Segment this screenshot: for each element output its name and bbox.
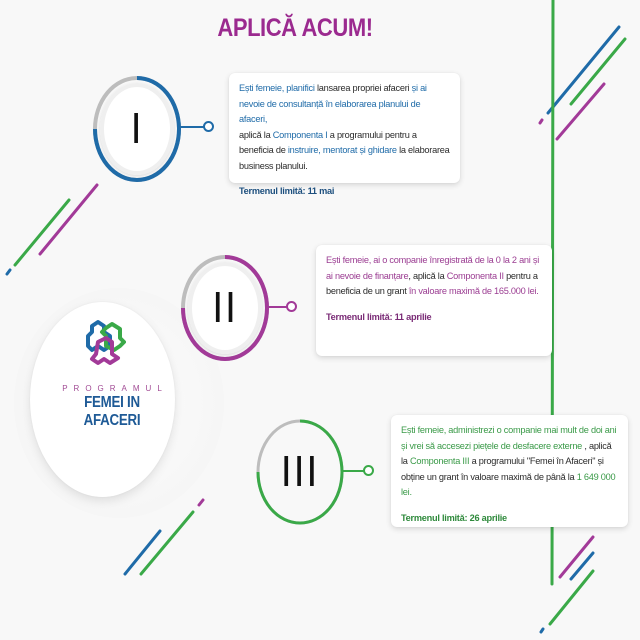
step-2-connector-dot: [286, 301, 297, 312]
interlocked-hexagon-logo-icon: [86, 320, 126, 365]
step-2-deadline: Termenul limită: 11 aprilie: [326, 311, 432, 322]
step-3-badge: III: [255, 418, 345, 526]
text-segment: Componenta I: [272, 129, 328, 140]
text-segment: 1 649 000 lei.: [401, 471, 616, 498]
step-1-deadline: Termenul limită: 11 mai: [239, 186, 335, 196]
step-1-card: Ești femeie, planifici lansarea propriei…: [229, 73, 460, 196]
text-segment: , aplică la: [401, 440, 612, 467]
text-segment: a programului "Femei în Afaceri" și obți…: [401, 456, 604, 482]
text-segment: Ești femeie, administrezi o companie mai…: [401, 425, 617, 451]
step-1-description: Ești femeie, planifici lansarea propriei…: [239, 81, 450, 174]
text-segment: Ești femeie, planifici: [239, 83, 315, 93]
logo-name: FEMEI IN AFACERI: [83, 394, 141, 429]
text-segment: a programului pentru a beneficia de: [239, 129, 417, 156]
step-numeral: II: [212, 283, 238, 332]
step-2-card: Ești femeie, ai o companie înregistrată …: [316, 245, 552, 356]
text-segment: instruire, mentorat și ghidare: [287, 145, 397, 155]
step-1-connector: [179, 126, 205, 128]
text-segment: Componenta II: [446, 270, 504, 281]
step-3-connector-dot: [363, 465, 374, 476]
text-segment: în valoare maximă de 165.000 lei.: [408, 286, 539, 296]
text-segment: pentru a beneficia de un grant: [326, 270, 538, 297]
badge-inner: [188, 262, 262, 354]
text-segment: Ești femeie, ai o companie înregistrată …: [326, 255, 540, 281]
page-title: APLICĂ ACUM!: [217, 14, 373, 42]
step-1-connector-dot: [203, 121, 214, 132]
logo-subtitle: PROGRAMUL: [62, 384, 168, 393]
step-2-description: Ești femeie, ai o companie înregistrată …: [326, 253, 542, 300]
text-segment: la elaborarea business planului.: [239, 145, 450, 171]
progress-ring: [256, 419, 344, 525]
step-3-card: Ești femeie, administrezi o companie mai…: [391, 415, 628, 527]
step-3-deadline: Termenul limită: 26 aprilie: [401, 512, 507, 523]
step-3-description: Ești femeie, administrezi o companie mai…: [401, 423, 618, 501]
badge-inner: [100, 83, 174, 175]
text-segment: Componenta III: [409, 456, 470, 466]
step-2-connector: [267, 306, 289, 308]
step-numeral: I: [130, 104, 144, 153]
text-segment: aplică la: [239, 129, 273, 140]
step-1-badge: I: [92, 75, 182, 183]
text-segment: , aplică la: [408, 270, 447, 281]
progress-ring: [93, 76, 181, 182]
step-2-badge: II: [180, 254, 270, 362]
step-3-connector: [342, 470, 366, 472]
text-segment: lansarea propriei afaceri: [314, 83, 412, 93]
progress-ring: [181, 255, 269, 361]
step-numeral: III: [280, 447, 320, 496]
text-segment: și ai nevoie de consultanță în elaborare…: [239, 83, 427, 124]
